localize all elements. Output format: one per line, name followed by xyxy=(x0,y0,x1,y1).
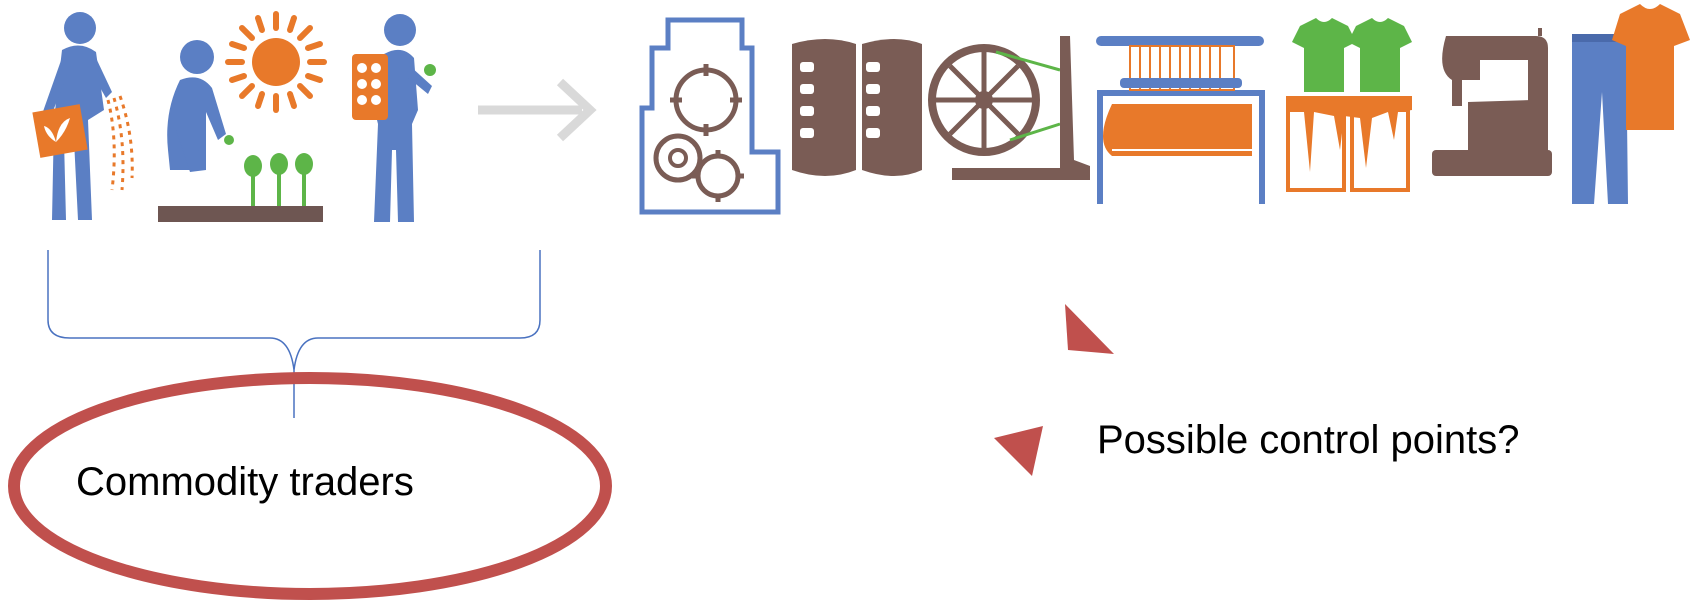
sewing-machine-icon xyxy=(1432,28,1552,176)
cotton-bales-icon xyxy=(792,39,922,176)
loom-icon xyxy=(1096,36,1264,204)
farmer-planting-icon xyxy=(167,40,234,172)
control-points-label: Possible control points? xyxy=(1097,418,1519,463)
jeans-tshirt-icon xyxy=(1572,4,1690,204)
dyeing-tshirts-icon xyxy=(1286,18,1412,190)
spinning-wheel-icon xyxy=(932,36,1090,180)
sun-icon xyxy=(228,14,324,110)
farmer-sowing-icon xyxy=(32,12,132,220)
control-point-marker xyxy=(1065,304,1114,354)
control-point-marker xyxy=(994,426,1043,476)
process-arrow xyxy=(478,82,590,138)
ginning-machine-icon xyxy=(642,20,778,212)
farmer-harvesting-icon xyxy=(352,14,436,222)
commodity-traders-label: Commodity traders xyxy=(76,460,414,505)
